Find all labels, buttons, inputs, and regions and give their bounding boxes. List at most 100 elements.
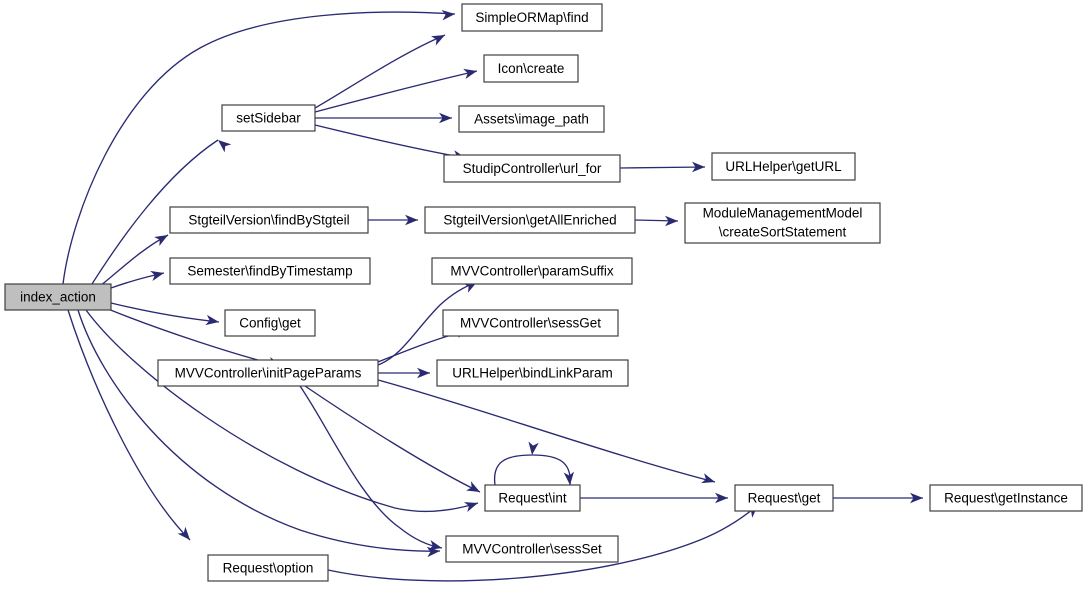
arrowhead-icon	[463, 282, 477, 293]
node-box-findByStgteil[interactable]	[169, 206, 369, 234]
call-edge-initPageParams-to-paramSuffix	[377, 281, 478, 366]
node-setSidebar[interactable]: setSidebar	[221, 104, 316, 132]
call-edge-url_for-to-geturl	[619, 166, 706, 169]
node-findByTimestamp[interactable]: Semester\findByTimestamp	[169, 257, 371, 285]
arrowhead-icon	[177, 526, 190, 540]
edges-layer	[62, 11, 923, 582]
call-edge-index_action-to-setSidebar	[91, 139, 219, 285]
arrowhead-glyph	[177, 526, 190, 540]
call-edge-request_option-to-request_get	[327, 504, 759, 582]
node-createSort[interactable]: ModuleManagementModel\createSortStatemen…	[684, 202, 881, 244]
node-box-paramSuffix[interactable]	[431, 257, 633, 285]
call-edge-initPageParams-to-request_int	[304, 385, 481, 493]
arrowhead-glyph	[715, 492, 728, 504]
arrowhead-glyph	[910, 492, 923, 504]
arrowhead-icon	[463, 68, 477, 79]
node-box-simpleormap_find[interactable]	[461, 3, 603, 32]
nodes-layer: index_action setSidebar SimpleORMap\findIc…	[4, 3, 1083, 582]
node-box-setSidebar[interactable]	[221, 104, 316, 132]
arrowhead-icon	[428, 540, 442, 551]
node-box-config_get[interactable]	[224, 309, 316, 337]
arrowhead-icon	[665, 215, 678, 227]
arrowhead-glyph	[563, 471, 575, 485]
arrowhead-icon	[528, 441, 539, 455]
arrowhead-icon	[910, 492, 923, 504]
arrowhead-icon	[417, 367, 430, 379]
arrowhead-glyph	[428, 540, 442, 551]
call-edge-index_action-to-sessSet	[77, 309, 441, 552]
arrowhead-glyph	[218, 140, 232, 153]
arrowhead-glyph	[154, 235, 168, 247]
call-edge-index_action-to-request_option	[67, 309, 191, 541]
node-getInstance[interactable]: Request\getInstance	[929, 484, 1083, 512]
arrowhead-icon	[441, 9, 455, 21]
node-getAllEnriched[interactable]: StgteilVersion\getAllEnriched	[424, 206, 636, 234]
node-box-icon_create[interactable]	[483, 54, 579, 83]
call-edge-setSidebar-to-url_for	[314, 124, 467, 159]
arrowhead-icon	[431, 35, 445, 46]
arrowhead-icon	[150, 270, 164, 281]
arrowhead-icon	[701, 473, 715, 484]
node-config_get[interactable]: Config\get	[224, 309, 316, 337]
arrowhead-glyph	[439, 112, 452, 124]
node-box-findByTimestamp[interactable]	[169, 257, 371, 285]
call-edge-index_action-to-simpleormap_find	[62, 11, 456, 285]
arrowhead-glyph	[463, 282, 477, 293]
node-findByStgteil[interactable]: StgteilVersion\findByStgteil	[169, 206, 369, 234]
call-edge-index_action-to-request_int	[85, 309, 479, 513]
arrowhead-glyph	[431, 35, 445, 46]
arrowhead-glyph	[205, 314, 219, 326]
node-box-initPageParams[interactable]	[157, 359, 379, 387]
node-bindLinkParam[interactable]: URLHelper\bindLinkParam	[436, 359, 629, 387]
call-edge-index_action-to-config_get	[110, 302, 220, 323]
arrowhead-glyph	[150, 270, 164, 281]
call-edge-index_action-to-findByStgteil	[99, 234, 169, 287]
call-edge-request_int-to-request_int	[493, 454, 571, 486]
arrowhead-glyph	[405, 214, 418, 226]
node-request_get[interactable]: Request\get	[734, 484, 834, 512]
arrowhead-icon	[464, 502, 478, 512]
arrowhead-icon	[218, 140, 232, 153]
call-edge-initPageParams-to-sessSet	[299, 385, 443, 549]
arrowhead-glyph	[692, 161, 705, 173]
node-box-getAllEnriched[interactable]	[424, 206, 636, 234]
arrowhead-glyph	[441, 9, 455, 21]
node-box-assets_image_path[interactable]	[458, 105, 605, 133]
arrowhead-icon	[154, 235, 168, 247]
arrowhead-icon	[405, 214, 418, 226]
node-sessGet[interactable]: MVVController\sessGet	[442, 309, 619, 337]
arrowhead-glyph	[528, 441, 539, 455]
node-box-request_int[interactable]	[484, 484, 581, 512]
node-initPageParams[interactable]: MVVController\initPageParams	[157, 359, 379, 387]
arrowhead-icon	[563, 471, 575, 485]
arrowhead-icon	[715, 492, 728, 504]
node-url_for[interactable]: StudipController\url_for	[443, 154, 621, 183]
node-box-createSort[interactable]	[684, 202, 881, 244]
node-simpleormap_find[interactable]: SimpleORMap\find	[461, 3, 603, 32]
node-box-request_get[interactable]	[734, 484, 834, 512]
node-box-sessSet[interactable]	[445, 535, 619, 563]
node-sessSet[interactable]: MVVController\sessSet	[445, 535, 619, 563]
node-request_int[interactable]: Request\int	[484, 484, 581, 512]
call-edge-setSidebar-to-icon_create	[314, 70, 478, 113]
call-edge-setSidebar-to-simpleormap_find	[314, 34, 446, 109]
node-index_action[interactable]: index_action	[4, 283, 112, 311]
node-box-index_action[interactable]	[4, 283, 112, 311]
node-request_option[interactable]: Request\option	[207, 554, 329, 582]
node-paramSuffix[interactable]: MVVController\paramSuffix	[431, 257, 633, 285]
node-box-sessGet[interactable]	[442, 309, 619, 337]
node-box-bindLinkParam[interactable]	[436, 359, 629, 387]
node-box-url_for[interactable]	[443, 154, 621, 183]
arrowhead-icon	[466, 481, 480, 492]
node-assets_image_path[interactable]: Assets\image_path	[458, 105, 605, 133]
arrowhead-glyph	[464, 502, 478, 512]
arrowhead-glyph	[417, 367, 430, 379]
call-edge-initPageParams-to-request_get	[377, 379, 716, 483]
node-box-geturl[interactable]	[711, 152, 856, 181]
node-box-request_option[interactable]	[207, 554, 329, 582]
node-geturl[interactable]: URLHelper\getURL	[711, 152, 856, 181]
node-icon_create[interactable]: Icon\create	[483, 54, 579, 83]
node-box-getInstance[interactable]	[929, 484, 1083, 512]
